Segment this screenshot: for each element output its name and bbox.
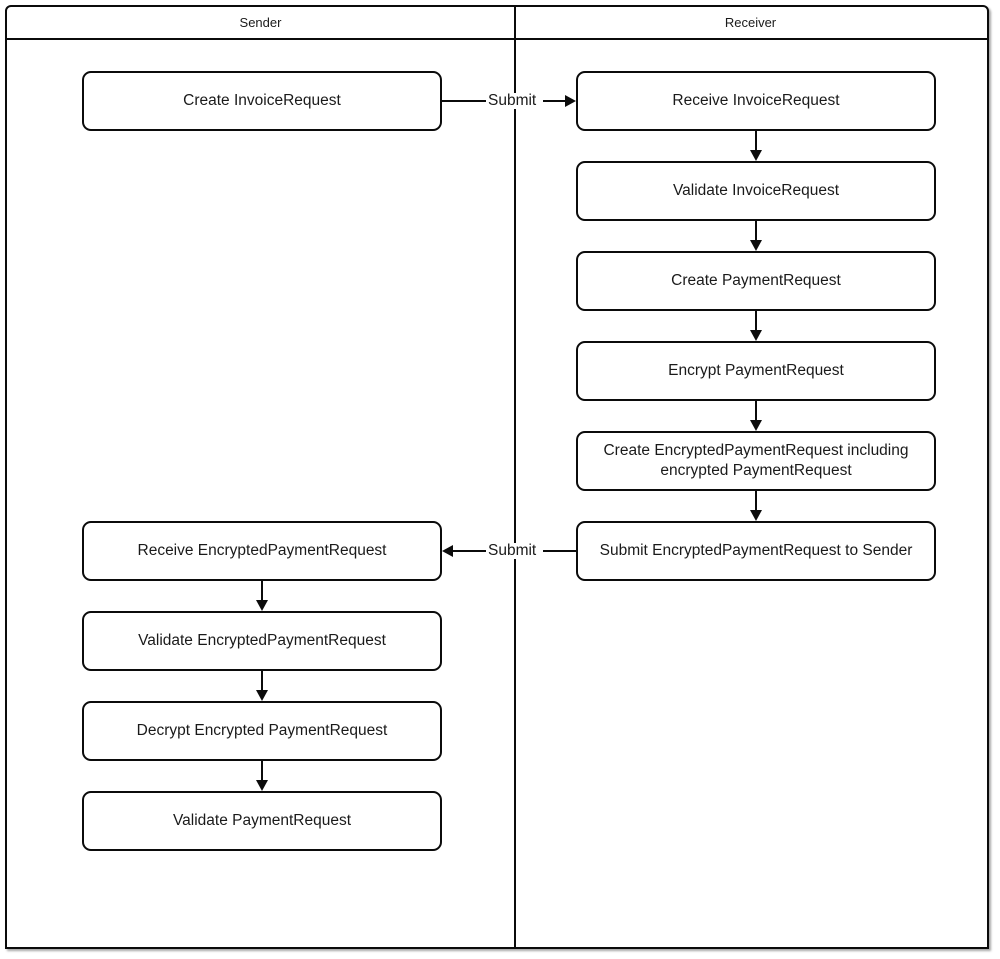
arrowhead-r2-r3 [750,240,762,251]
arrowhead-r3-r4 [750,330,762,341]
node-create-encryptedpaymentrequest[interactable]: Create EncryptedPaymentRequest including… [576,431,936,491]
arrowhead-s2-s3 [256,600,268,611]
connector-s3-s4 [261,671,263,691]
node-validate-invoicerequest[interactable]: Validate InvoiceRequest [576,161,936,221]
arrowhead-submit-2 [442,545,453,557]
node-receive-encryptedpaymentrequest[interactable]: Receive EncryptedPaymentRequest [82,521,442,581]
connector-s4-s5 [261,761,263,781]
swimlane-pool: Sender Receiver Create InvoiceRequest Re… [5,5,989,949]
connector-submit-2-left-segment [453,550,489,552]
node-receive-invoicerequest[interactable]: Receive InvoiceRequest [576,71,936,131]
node-create-paymentrequest[interactable]: Create PaymentRequest [576,251,936,311]
arrowhead-r1-r2 [750,150,762,161]
connector-submit-2-right-segment [543,550,576,552]
node-create-invoicerequest[interactable]: Create InvoiceRequest [82,71,442,131]
arrowhead-s3-s4 [256,690,268,701]
edge-label-submit-2: Submit [486,542,539,559]
lane-header-row: Sender Receiver [7,7,987,40]
node-decrypt-encrypted-paymentrequest[interactable]: Decrypt Encrypted PaymentRequest [82,701,442,761]
lane-divider [514,7,516,947]
connector-r1-r2 [755,131,757,151]
connector-submit-1-right-segment [543,100,566,102]
node-validate-encryptedpaymentrequest[interactable]: Validate EncryptedPaymentRequest [82,611,442,671]
connector-submit-1-left-segment [442,100,487,102]
arrowhead-r5-r6 [750,510,762,521]
connector-r5-r6 [755,491,757,511]
arrowhead-r4-r5 [750,420,762,431]
edge-label-submit-1: Submit [486,92,539,109]
connector-r4-r5 [755,401,757,421]
arrowhead-submit-1 [565,95,576,107]
node-validate-paymentrequest[interactable]: Validate PaymentRequest [82,791,442,851]
node-encrypt-paymentrequest[interactable]: Encrypt PaymentRequest [576,341,936,401]
connector-s2-s3 [261,581,263,601]
lane-header-receiver: Receiver [724,15,777,30]
arrowhead-s4-s5 [256,780,268,791]
connector-r2-r3 [755,221,757,241]
connector-r3-r4 [755,311,757,331]
node-submit-encryptedpaymentrequest-to-sender[interactable]: Submit EncryptedPaymentRequest to Sender [576,521,936,581]
lane-header-sender: Sender [239,15,282,30]
